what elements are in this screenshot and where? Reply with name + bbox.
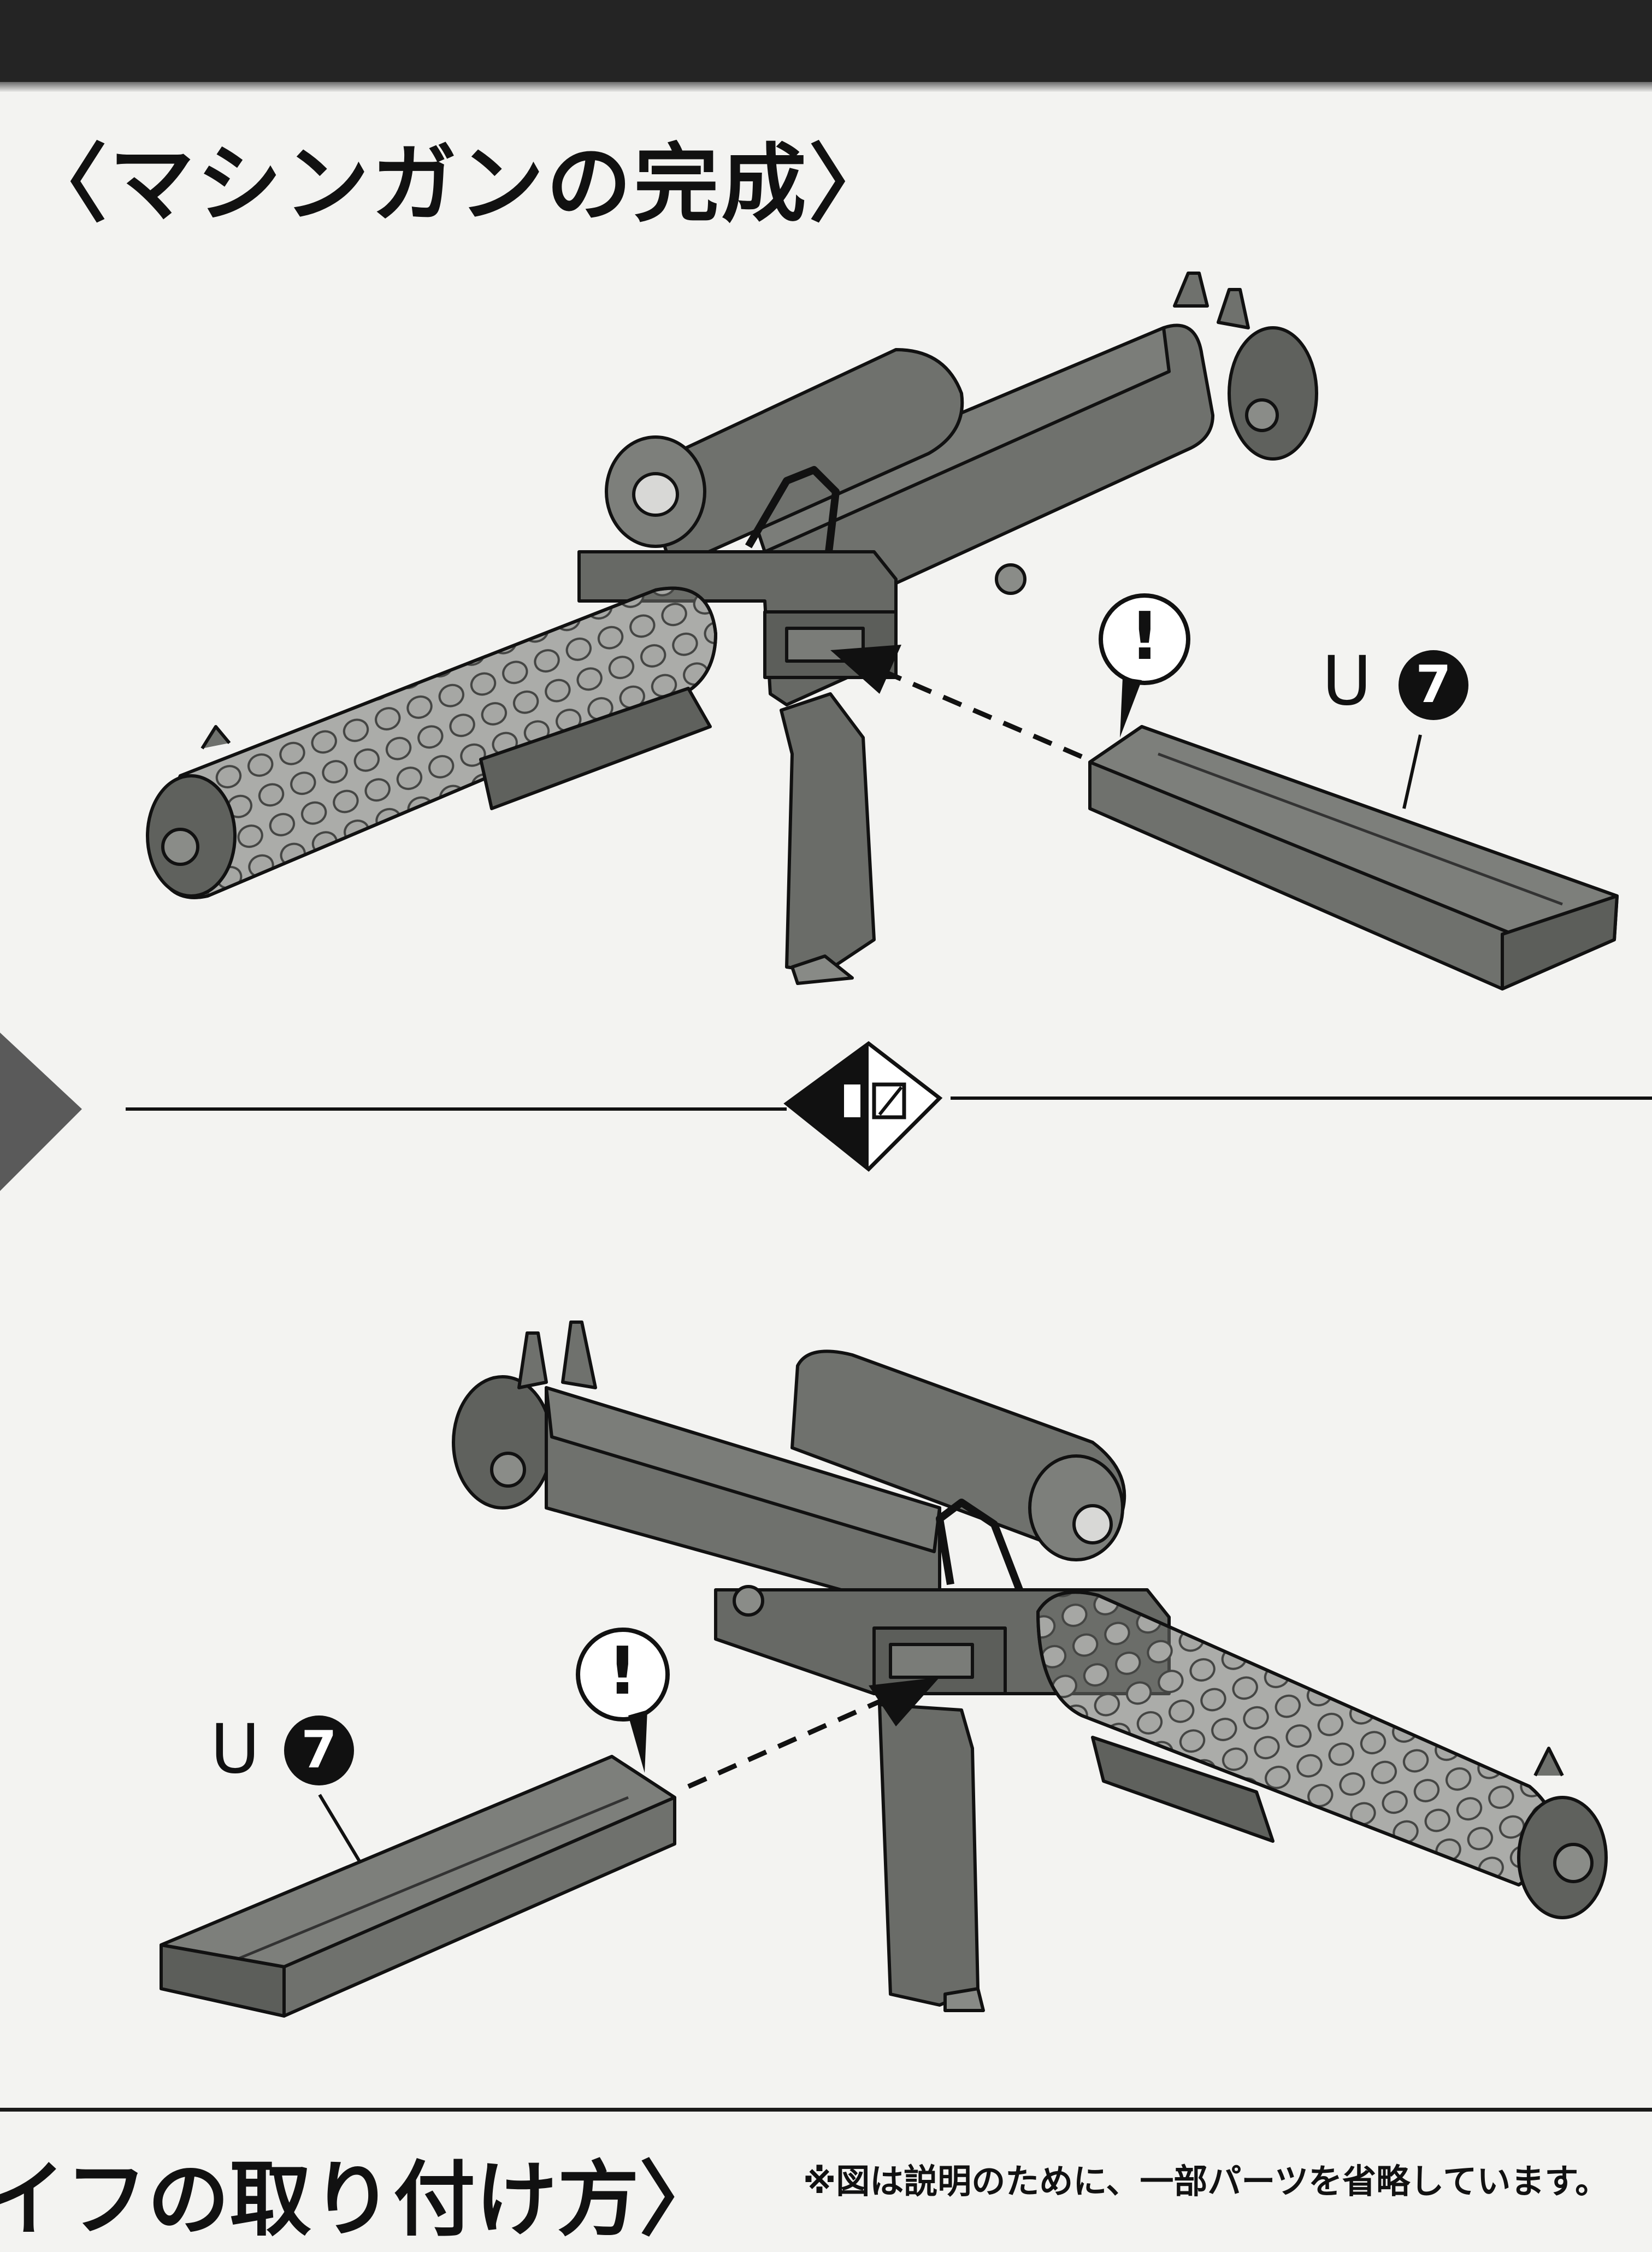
next-section-title: イフの取り付け方〉 [0,2153,722,2248]
footnote: ※図は説明のために、一部パーツを省略しています。 [803,2161,1609,2201]
top-band-shadow [0,82,1652,92]
alert-symbol-bottom: ! [607,1634,638,1709]
dashed-arrow-icon [830,645,1083,759]
page-title: 〈マシンガンの完成〉 [22,134,896,234]
part-leader-line [318,1794,362,1864]
alert-symbol-top: ! [1130,599,1160,675]
section-divider [0,2108,1652,2112]
part-leader-line [1402,734,1422,809]
exclamation-callout-icon [576,1628,670,1773]
part-number-badge-bottom: 7 [284,1715,354,1785]
instruction-illustration [0,272,1652,2018]
machine-gun-top [146,272,1318,985]
magazine-part-bottom [160,1755,676,2018]
dashed-arrow-icon [687,1677,940,1789]
exclamation-callout-icon [1099,593,1190,738]
part-label-letter-bottom: U [210,1710,260,1789]
flip-view-icon [783,1041,943,1172]
machine-gun-bottom [452,1320,1608,2012]
part-label-letter-top: U [1322,642,1372,721]
page-edge-arrow [0,1033,82,1191]
part-number-badge-top: 7 [1399,650,1468,720]
magazine-part-top [1088,725,1619,991]
top-dark-band [0,0,1652,82]
